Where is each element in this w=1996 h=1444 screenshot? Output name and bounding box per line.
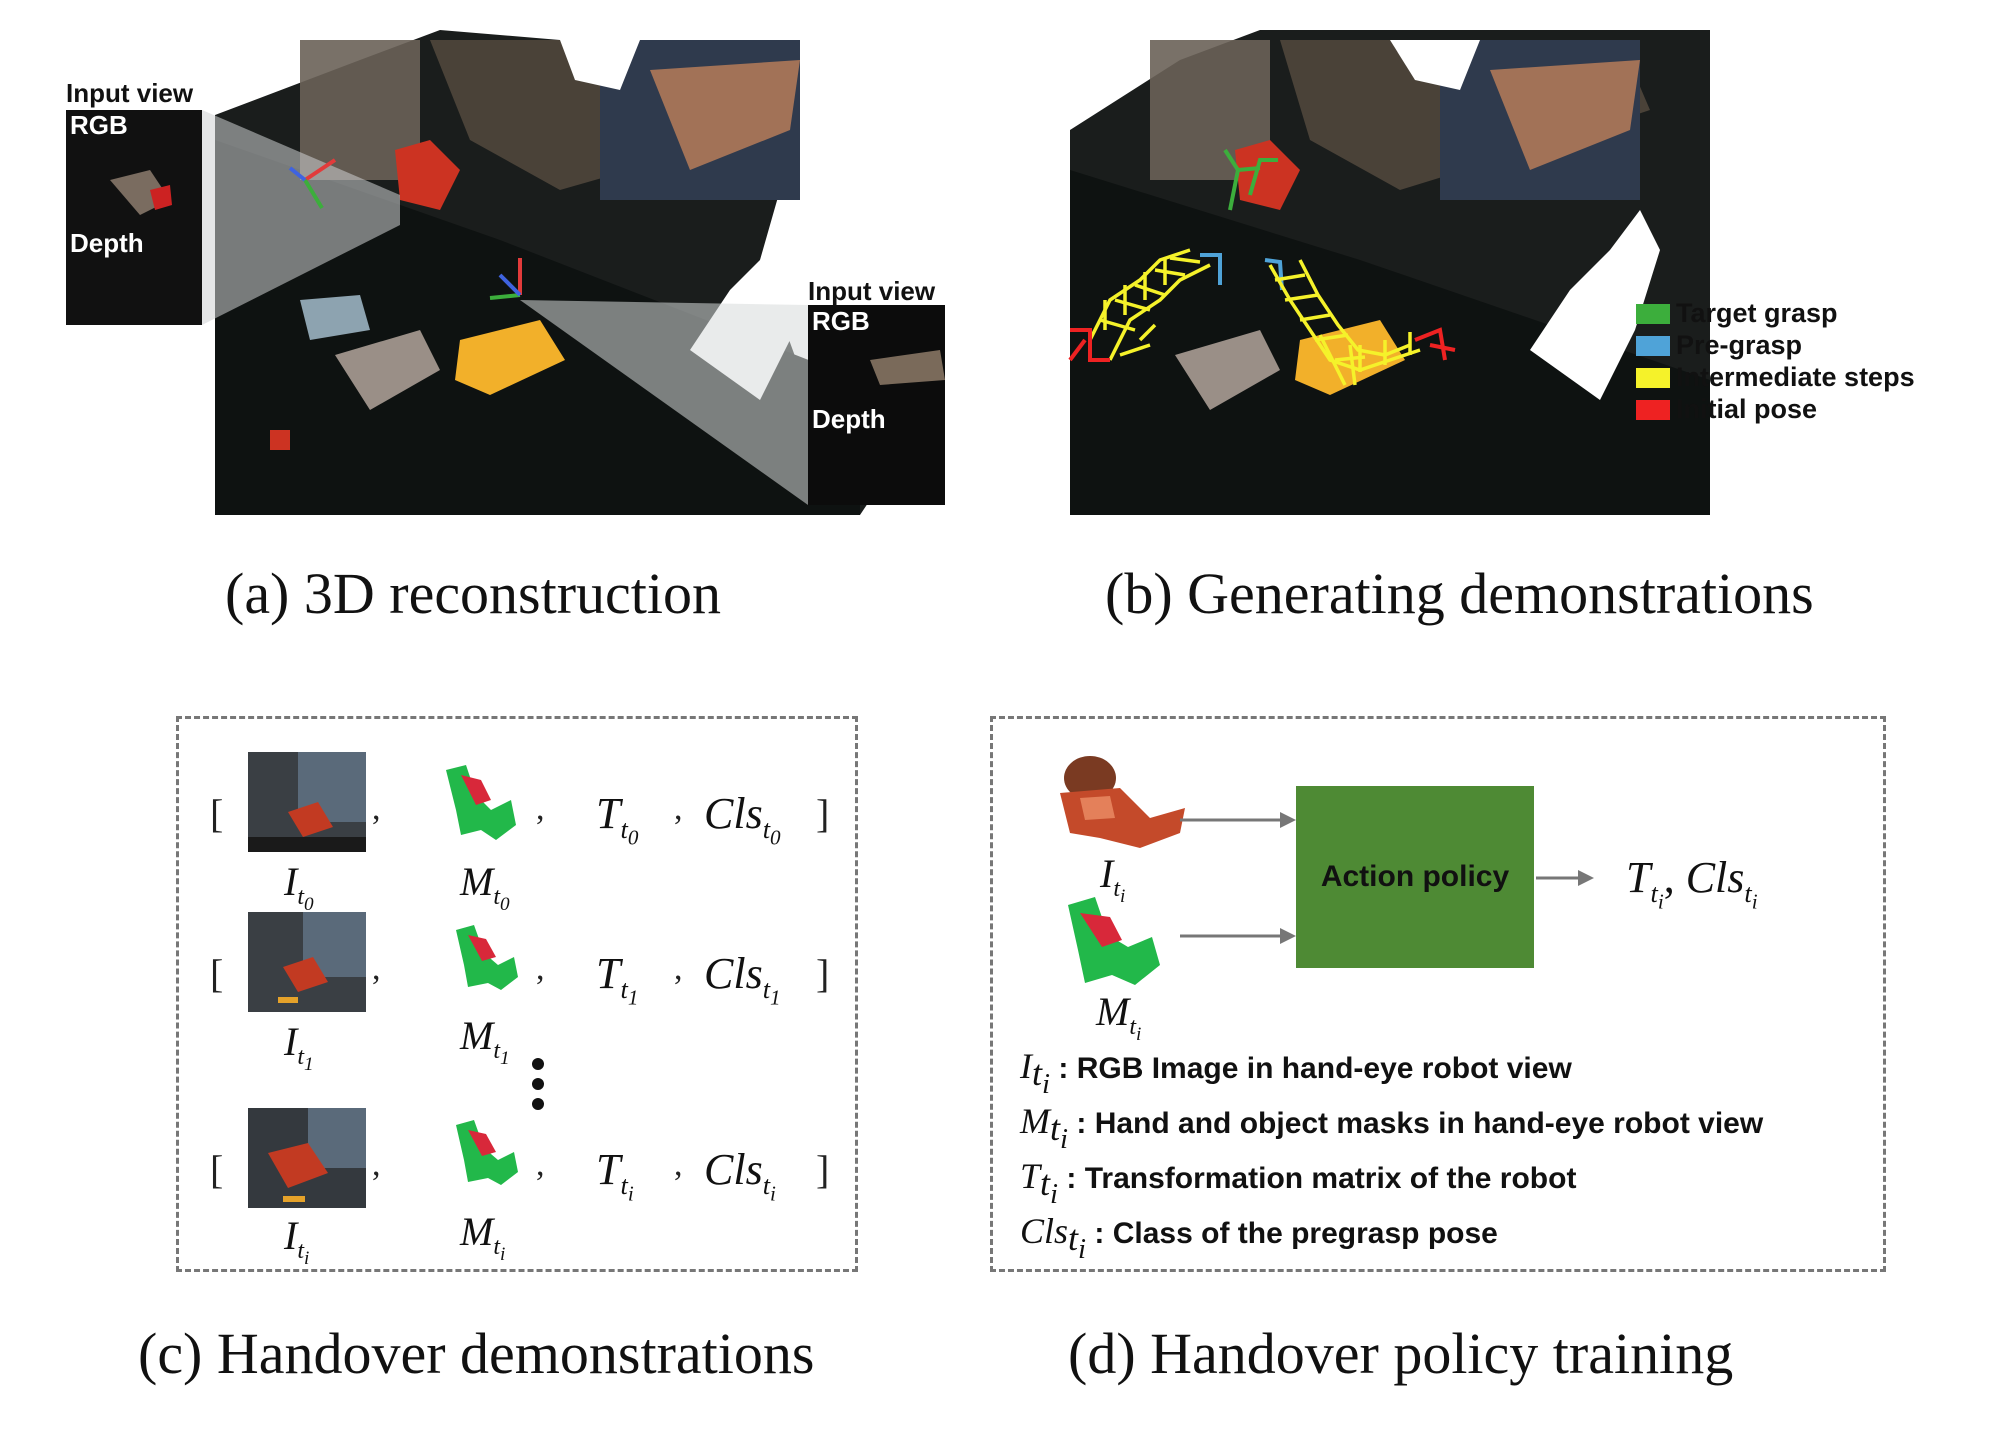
row0-transform: Tt0 [596, 789, 639, 850]
output-arrow [1536, 870, 1594, 886]
output-values: Tti, Clsti [1626, 853, 1758, 914]
legend-intermediate-steps: Intermediate steps [1636, 362, 1915, 393]
row1-open-bracket: [ [210, 951, 224, 996]
legend-swatch-red [1636, 399, 1670, 420]
row1-close-bracket: ] [816, 951, 830, 996]
panel-d-frame [990, 716, 1886, 1272]
legend-swatch-blue [1636, 335, 1670, 356]
row1-mask-thumbnail [456, 925, 518, 990]
ellipsis-vertical-icon [532, 1058, 544, 1110]
legend-label: Target grasp [1676, 298, 1838, 328]
legend-initial-pose: Initial pose [1636, 394, 1817, 425]
panel-c-frame [176, 716, 858, 1272]
row0-mask-label: Mt0 [460, 859, 510, 915]
definition-image: Iti : RGB Image in hand-eye robot view [1020, 1046, 1572, 1101]
inset-left-title: Input view [66, 78, 194, 108]
action-policy-box: Action policy [1296, 786, 1534, 968]
row1-image-label: It1 [284, 1019, 314, 1075]
row0-comma-3: , [674, 790, 683, 827]
row1-comma-2: , [536, 950, 545, 987]
inset-right-rgb: RGB [812, 306, 870, 336]
row1-transform: Tt1 [596, 949, 639, 1010]
row1-rgb-thumbnail [248, 912, 366, 1012]
input-rgb-crop [1060, 756, 1185, 848]
definition-mask: Mti : Hand and object masks in hand-eye … [1020, 1101, 1764, 1156]
caption-a: (a) 3D reconstruction [225, 561, 722, 626]
inset-left-rgb: RGB [70, 110, 128, 140]
legend-label: Initial pose [1676, 394, 1818, 424]
row0-rgb-thumbnail [248, 752, 366, 852]
row2-image-label: Iti [284, 1213, 310, 1269]
row0-comma-2: , [536, 790, 545, 827]
row0-open-bracket: [ [210, 791, 224, 836]
row0-image-label: It0 [284, 859, 314, 915]
row0-comma-1: , [372, 790, 381, 827]
panel-a-scene [66, 30, 945, 515]
row2-comma-2: , [536, 1146, 545, 1183]
row2-close-bracket: ] [816, 1147, 830, 1192]
legend-label: Pre-grasp [1676, 330, 1803, 360]
legend-swatch-yellow [1636, 367, 1670, 388]
input-arrows [1180, 812, 1296, 944]
action-policy-label: Action policy [1320, 860, 1510, 893]
row1-class: Clst1 [704, 949, 781, 1010]
panel-b-scene [1068, 30, 1710, 515]
legend-pre-grasp: Pre-grasp [1636, 330, 1802, 361]
inset-right-title: Input view [808, 276, 936, 306]
row1-mask-label: Mt1 [460, 1013, 510, 1069]
row2-mask-label: Mti [460, 1209, 506, 1265]
caption-b: (b) Generating demonstrations [1105, 561, 1814, 626]
row2-mask-thumbnail [456, 1120, 518, 1185]
caption-c: (c) Handover demonstrations [138, 1321, 815, 1386]
legend-swatch-green [1636, 303, 1670, 324]
input-mask-label: Mti [1096, 989, 1142, 1045]
row0-mask-thumbnail [446, 765, 516, 840]
row2-rgb-thumbnail [248, 1108, 366, 1208]
row0-class: Clst0 [704, 789, 781, 850]
input-image-label: Iti [1100, 851, 1126, 907]
row1-comma-3: , [674, 950, 683, 987]
row1-comma-1: , [372, 950, 381, 987]
input-mask-crop [1068, 897, 1160, 985]
row2-comma-1: , [372, 1146, 381, 1183]
row2-open-bracket: [ [210, 1147, 224, 1192]
definition-class: Clsti : Class of the pregrasp pose [1020, 1211, 1498, 1266]
definition-transform: Tti : Transformation matrix of the robot [1020, 1156, 1577, 1211]
caption-d: (d) Handover policy training [1068, 1321, 1734, 1386]
inset-left-depth: Depth [70, 228, 144, 258]
row2-transform: Tti [596, 1145, 634, 1206]
legend-label: Intermediate steps [1676, 362, 1915, 392]
row2-comma-3: , [674, 1146, 683, 1183]
legend-target-grasp: Target grasp [1636, 298, 1838, 329]
row2-class: Clsti [704, 1145, 776, 1206]
row0-close-bracket: ] [816, 791, 830, 836]
inset-right-depth: Depth [812, 404, 886, 434]
